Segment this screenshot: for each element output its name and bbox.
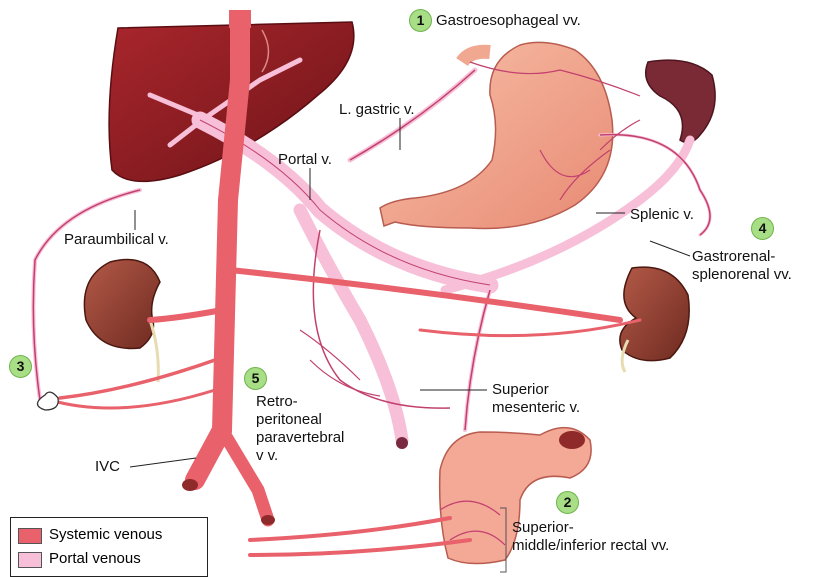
right-kidney — [620, 267, 689, 361]
legend-portal-swatch — [18, 552, 42, 568]
label-superior-2: mesenteric v. — [492, 399, 580, 416]
left-kidney — [84, 260, 160, 349]
legend-systemic-label: Systemic venous — [49, 526, 162, 543]
label-splenic: Splenic v. — [630, 206, 694, 223]
label-retro-1: Retro- — [256, 393, 298, 410]
label-rectal-1: Superior- — [512, 519, 574, 536]
spleen — [646, 60, 715, 142]
legend-systemic-swatch — [18, 528, 42, 544]
label-rectal-2: middle/inferior rectal vv. — [512, 537, 669, 554]
label-portal: Portal v. — [278, 151, 332, 168]
label-paraumbilical: Paraumbilical v. — [64, 231, 169, 248]
label-retro-3: paravertebral — [256, 429, 344, 446]
badge-2: 2 — [556, 491, 579, 514]
label-gastrorenal-2: splenorenal vv. — [692, 266, 792, 283]
badge-1: 1 — [409, 9, 432, 32]
label-gastrorenal-1: Gastrorenal- — [692, 248, 775, 265]
label-retro-4: v v. — [256, 447, 278, 464]
badge-4: 4 — [751, 217, 774, 240]
badge-5: 5 — [244, 367, 267, 390]
legend: Systemic venous Portal venous — [10, 517, 208, 577]
label-gastroesophageal: Gastroesophageal vv. — [436, 12, 581, 29]
badge-3: 3 — [9, 355, 32, 378]
ivc-upper-stub — [229, 10, 251, 28]
legend-portal-label: Portal venous — [49, 550, 141, 567]
stomach — [380, 42, 613, 228]
label-superior-1: Superior — [492, 381, 549, 398]
label-retro-2: peritoneal — [256, 411, 322, 428]
label-ivc: IVC — [95, 458, 120, 475]
label-l-gastric: L. gastric v. — [339, 101, 415, 118]
